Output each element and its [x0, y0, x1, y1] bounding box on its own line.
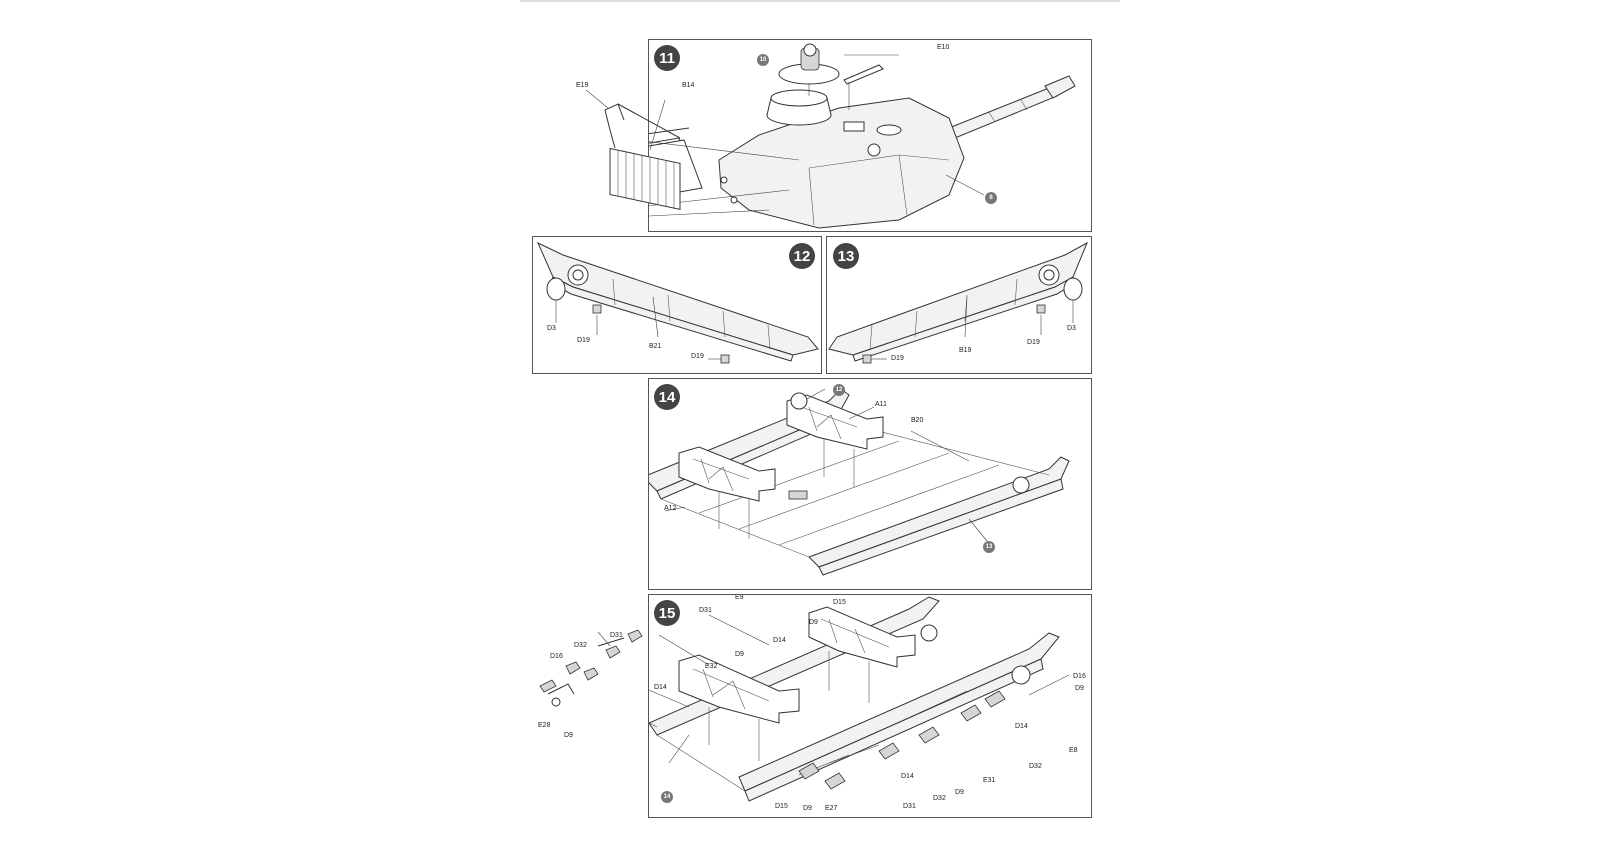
label-d9-top: D9: [809, 619, 818, 626]
step-12-panel: 12 D3 D19 B21 D19: [532, 236, 822, 374]
label-d31-top: D31: [699, 607, 712, 614]
label-d9-mid: D9: [735, 651, 744, 658]
label-d32-bottom: D32: [933, 795, 946, 802]
label-d9-right: D9: [1075, 685, 1084, 692]
label-d19-right-b: D19: [891, 355, 904, 362]
label-d15-bottom: D15: [775, 803, 788, 810]
label-e9: E9: [735, 594, 744, 601]
left-hull-side-drawing: [536, 241, 819, 364]
label-e10: E10: [937, 44, 950, 51]
step-11-basket-parts: [585, 90, 681, 210]
top-rule: [520, 0, 1120, 2]
label-b19: B19: [959, 347, 972, 354]
ref-step-14: 14: [661, 791, 673, 803]
step-13-panel: 13 D19 D3 B19 D19: [826, 236, 1092, 374]
step-number-12: 12: [789, 243, 815, 269]
label-e8: E8: [1069, 747, 1078, 754]
label-d9-left: D9: [564, 732, 573, 739]
label-d9-bottom: D9: [803, 805, 812, 812]
label-d32-left: D32: [574, 642, 587, 649]
label-d9-bottom-right: D9: [955, 789, 964, 796]
label-d15-top: D15: [833, 599, 846, 606]
label-d16-left: D16: [550, 653, 563, 660]
label-b21: B21: [649, 343, 662, 350]
label-a12: A12: [664, 505, 677, 512]
label-d31-bottom: D31: [903, 803, 916, 810]
suspension-assembly-drawing: [649, 596, 1070, 802]
label-d14-top: D14: [773, 637, 786, 644]
label-b20: B20: [911, 417, 924, 424]
step-14-panel: 14 12 13 A11 B20 A12: [648, 378, 1092, 590]
step-number-14: 14: [654, 384, 680, 410]
label-d14-right: D14: [1015, 723, 1028, 730]
label-d19-left-b: D19: [691, 353, 704, 360]
hull-assembly-drawing: [649, 388, 1070, 576]
label-d3-right: D3: [1067, 325, 1076, 332]
label-e19: E19: [576, 82, 589, 89]
turret-drawing: [649, 43, 1076, 229]
label-a11: A11: [875, 401, 887, 408]
label-d19-right-a: D19: [1027, 339, 1040, 346]
label-d19-left-a: D19: [577, 337, 590, 344]
ref-step-8: 8: [985, 192, 997, 204]
label-e32: E32: [705, 663, 718, 670]
label-e31: E31: [983, 777, 996, 784]
step-15-panel: 15 14 E9 D15 D31 D9 D14 D9 E32 D16 D9 D1…: [648, 594, 1092, 818]
label-d16-right: D16: [1073, 673, 1086, 680]
step-15-left-parts: [539, 629, 643, 707]
label-b14: B14: [682, 82, 695, 89]
label-d3-left: D3: [547, 325, 556, 332]
step-number-13: 13: [833, 243, 859, 269]
step-number-11: 11: [654, 45, 680, 71]
right-hull-side-drawing: [828, 241, 1088, 364]
label-d31-left: D31: [610, 632, 623, 639]
label-d32-right: D32: [1029, 763, 1042, 770]
ref-step-13: 13: [983, 541, 995, 553]
label-d14-bottom: D14: [901, 773, 914, 780]
ref-step-10: 10: [757, 54, 769, 66]
step-11-panel: 11 E10 10 8: [648, 39, 1092, 232]
label-e27: E27: [825, 805, 838, 812]
label-d14-left: D14: [654, 684, 667, 691]
label-e28: E28: [538, 722, 551, 729]
step-number-15: 15: [654, 600, 680, 626]
ref-step-12: 12: [833, 384, 845, 396]
